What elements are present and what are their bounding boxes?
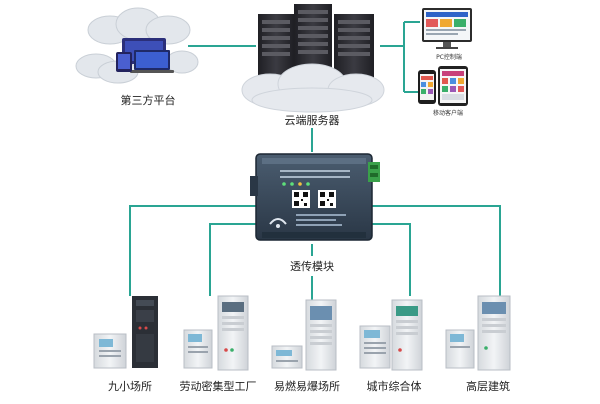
endpoint-flammable-explosive-site	[271, 299, 337, 371]
high-rise-cabinet-icon	[477, 295, 511, 371]
third-party-label: 第三方平台	[120, 94, 176, 107]
connector-outer-bus	[129, 205, 256, 296]
wall-alarm-panel-icon	[183, 329, 213, 369]
module-label: 透传模块	[290, 260, 334, 273]
endpoint-labor-intensive-factory	[183, 295, 249, 371]
module-top-rail	[262, 158, 366, 164]
third-party-platform	[75, 7, 199, 84]
brand-logo-icon	[269, 218, 287, 228]
side-panel-icon	[359, 325, 391, 369]
wall-panel-icon	[445, 329, 475, 369]
endpoint-label-high-rise: 高层建筑	[466, 380, 510, 393]
pc-client	[422, 8, 472, 49]
endpoint-high-rise-building	[445, 295, 511, 371]
qr-code-left-icon	[292, 190, 310, 208]
fire-control-cabinet-icon	[217, 295, 249, 371]
terminal-block-icon	[368, 162, 380, 182]
qr-code-right-icon	[318, 190, 336, 208]
pc-monitor-icon	[422, 8, 472, 49]
laptop-icon	[130, 50, 174, 73]
pc-client-label: PC控制端	[436, 54, 462, 61]
cloud-server-label: 云端服务器	[284, 114, 340, 127]
gas-detector-panel-icon	[271, 345, 303, 369]
connector-inner-bus-left	[209, 223, 260, 296]
tablet-icon	[116, 52, 132, 72]
transmission-module	[250, 153, 380, 241]
tablet-device-icon	[438, 66, 468, 106]
endpoint-nine-small-venues	[93, 296, 158, 369]
endpoint-urban-complex	[359, 299, 423, 371]
fire-alarm-panel-icon	[93, 333, 127, 369]
module-bottom-rail	[262, 232, 366, 238]
mobile-phone-icon	[418, 70, 436, 104]
module-mount-left	[250, 176, 258, 196]
mobile-client-label: 移动客户端	[432, 110, 463, 117]
connector-outer-bus-right	[372, 205, 501, 296]
module-body	[255, 153, 373, 241]
endpoint-label-flammable: 易燃易爆场所	[274, 380, 340, 393]
status-leds-icon	[282, 182, 310, 186]
connector-lines	[129, 21, 501, 300]
control-cabinet-icon	[132, 296, 158, 368]
module-info-lines	[296, 214, 346, 226]
grey-alarm-cabinet-icon	[391, 299, 423, 371]
cloud-icon	[75, 7, 199, 84]
mobile-client	[418, 66, 468, 106]
cloud-server	[241, 4, 385, 113]
connector-inner-bus-right	[368, 223, 411, 296]
status-led-row	[280, 170, 350, 178]
endpoint-label-complex: 城市综合体	[366, 380, 422, 393]
endpoint-label-nine-small: 九小场所	[108, 380, 152, 393]
endpoint-label-factory: 劳动密集型工厂	[179, 380, 257, 393]
tall-monitor-cabinet-icon	[305, 299, 337, 371]
server-cloud-base-icon	[241, 63, 385, 113]
